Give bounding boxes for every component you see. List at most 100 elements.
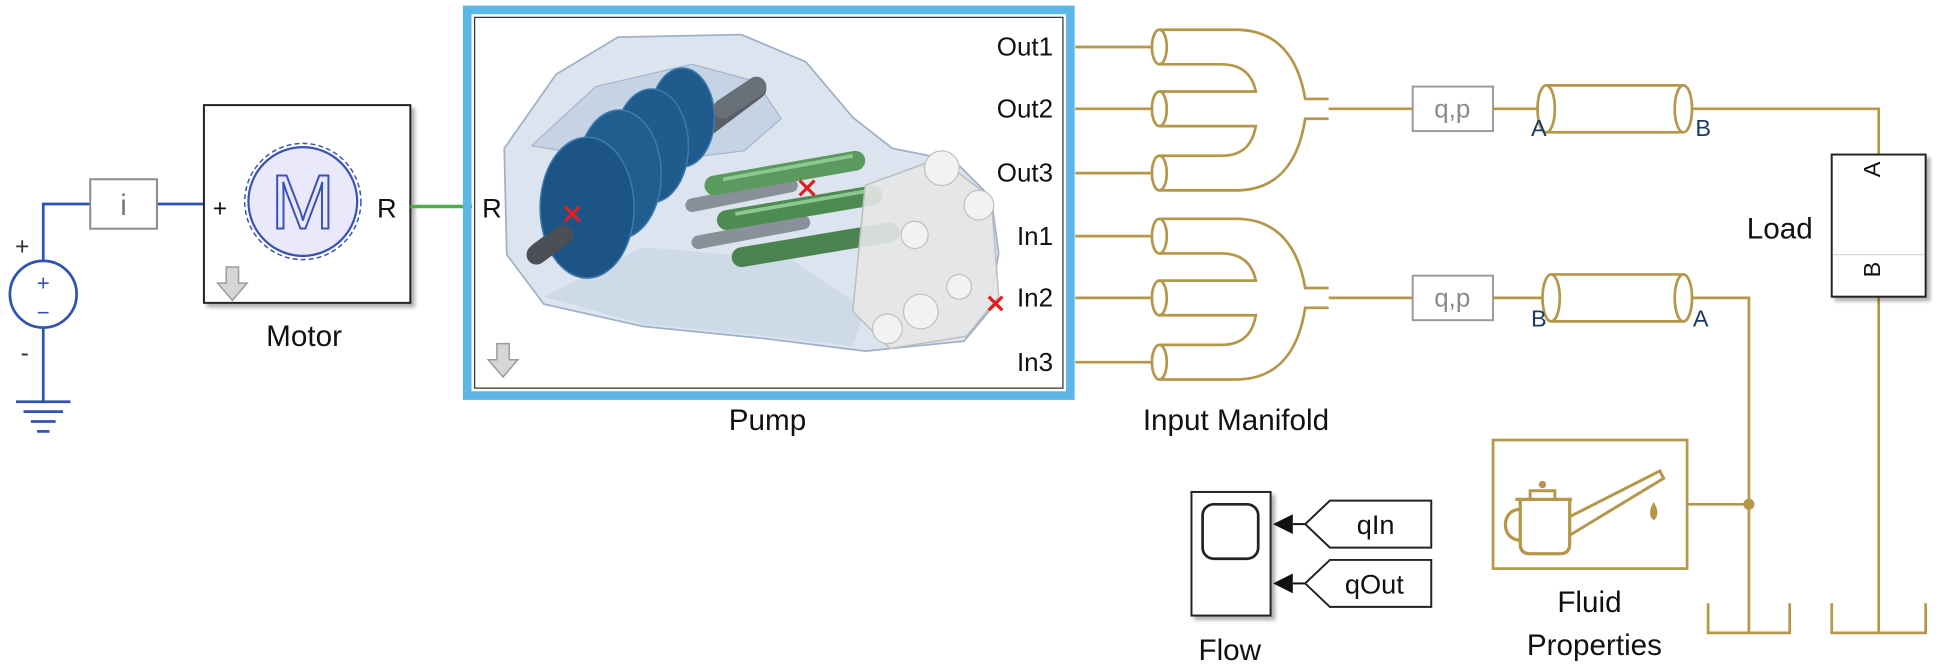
manifold-bottom-bottom-edge bbox=[1159, 306, 1329, 381]
from-tag-qin-shape[interactable] bbox=[1303, 499, 1433, 549]
pipe-bottom-port-left: B bbox=[1531, 305, 1547, 331]
manifold-bottom-gap-2 bbox=[1159, 313, 1258, 347]
sensor-bottom-label: q,p bbox=[1434, 285, 1470, 313]
pipe-bottom-end-left bbox=[1541, 273, 1562, 323]
down-arrow-icon bbox=[215, 266, 249, 302]
pump-connecting-rod-1 bbox=[685, 178, 798, 213]
load-block[interactable]: A B bbox=[1830, 153, 1927, 298]
pump-port-in2: In2 bbox=[1017, 285, 1053, 313]
oil-can-icon bbox=[1503, 468, 1666, 556]
dc-voltage-source[interactable]: + − bbox=[8, 259, 78, 329]
fault-marker-2-b bbox=[798, 179, 816, 197]
pump-valve-knob-2 bbox=[963, 189, 995, 221]
fluid-properties-name-line-1: Fluid bbox=[1557, 586, 1621, 619]
manifold-top-bottom-edge bbox=[1159, 117, 1329, 192]
pump-rotor-disk-1 bbox=[539, 136, 635, 279]
pump-3d-illustration bbox=[503, 33, 1000, 352]
manifold-name: Input Manifold bbox=[1143, 404, 1329, 437]
manifold-top-gap-1 bbox=[1159, 62, 1258, 93]
manifold-bottom-mouth-3 bbox=[1150, 343, 1169, 381]
sensor-top-label: q,p bbox=[1434, 95, 1470, 123]
flow-pressure-sensor-top[interactable]: q,p bbox=[1411, 85, 1495, 133]
manifold-bottom-outer-edge bbox=[1159, 217, 1329, 290]
fault-marker-1-b bbox=[563, 205, 581, 223]
pipe-top-end-left bbox=[1536, 83, 1557, 134]
pump-name: Pump bbox=[729, 404, 806, 437]
fluid-properties-name-line-2: Properties bbox=[1527, 629, 1662, 662]
from-tag-qout[interactable]: qOut bbox=[1303, 558, 1433, 608]
fluid-properties-block[interactable] bbox=[1491, 438, 1689, 570]
pump-port-out2: Out2 bbox=[997, 95, 1053, 123]
current-sensor-frame[interactable] bbox=[89, 178, 158, 230]
pump-piston-highlight-2 bbox=[735, 188, 871, 216]
pump-valve-knob-4 bbox=[871, 313, 903, 345]
pump-port-r: R bbox=[482, 193, 502, 224]
pipe-top-body bbox=[1546, 83, 1684, 134]
fault-marker-3 bbox=[987, 295, 1004, 312]
motor-icon-disc bbox=[247, 146, 359, 258]
pump-piston-1 bbox=[704, 150, 866, 196]
pump-port-in3: In3 bbox=[1017, 349, 1053, 377]
load-name: Load bbox=[1747, 213, 1813, 246]
wire-pipe-bottom-to-tank[interactable] bbox=[1692, 296, 1751, 633]
electrical-ground[interactable] bbox=[16, 327, 71, 433]
sensor-bottom-frame[interactable] bbox=[1411, 274, 1495, 322]
motor-icon-rim bbox=[243, 142, 362, 261]
current-sensor-label: i bbox=[120, 189, 127, 222]
pump-block[interactable]: R Out1 Out2 Out3 In1 In2 In3 bbox=[462, 5, 1075, 400]
from-tag-qin[interactable]: qIn bbox=[1303, 499, 1433, 549]
motor-icon-letter: M bbox=[271, 161, 335, 246]
pump-piston-highlight-1 bbox=[722, 153, 854, 182]
tank-icon[interactable] bbox=[1830, 603, 1927, 635]
tank-icon[interactable] bbox=[1706, 603, 1792, 635]
motor-block[interactable]: M + R bbox=[202, 104, 412, 304]
pipe-bottom[interactable] bbox=[1541, 273, 1694, 323]
manifold-bottom-mouth-1 bbox=[1150, 217, 1169, 255]
manifold-block[interactable] bbox=[1150, 28, 1329, 381]
oil-can-lid bbox=[1528, 489, 1557, 500]
wire-pipe-top-to-load[interactable] bbox=[1692, 107, 1881, 155]
motor-name: Motor bbox=[266, 320, 342, 353]
oil-can-knob bbox=[1538, 480, 1547, 489]
pipe-top[interactable] bbox=[1536, 83, 1694, 134]
source-plus-label: + bbox=[15, 234, 29, 261]
manifold-top-mouth-2 bbox=[1150, 90, 1169, 128]
flow-pressure-sensor-bottom[interactable]: q,p bbox=[1411, 274, 1495, 322]
pump-valve-knob-6 bbox=[900, 220, 929, 250]
manifold-top-mouth-1 bbox=[1150, 28, 1169, 66]
oil-can-drop bbox=[1650, 501, 1658, 521]
current-sensor-block[interactable]: i bbox=[89, 178, 158, 230]
fault-marker-1 bbox=[563, 205, 581, 223]
pump-valve-knob-3 bbox=[902, 293, 939, 330]
source-inner-plus: + bbox=[37, 271, 50, 296]
manifold-bottom-gap-1 bbox=[1159, 252, 1258, 282]
from-tag-qout-label: qOut bbox=[1345, 568, 1404, 599]
pipe-bottom-body bbox=[1551, 273, 1684, 323]
pipe-top-port-left: A bbox=[1531, 115, 1547, 141]
pipe-bottom-port-right: A bbox=[1693, 305, 1709, 331]
fault-marker-2 bbox=[798, 179, 816, 197]
wire-junction-dot bbox=[1743, 498, 1755, 510]
from-tag-qin-label: qIn bbox=[1357, 509, 1395, 540]
scope-input-port-2 bbox=[1273, 573, 1293, 594]
pump-valve-knob-5 bbox=[946, 273, 973, 300]
pump-port-out1: Out1 bbox=[997, 34, 1053, 62]
motor-port-r: R bbox=[377, 193, 397, 224]
manifold-top-gap-2 bbox=[1159, 124, 1258, 158]
pipe-top-end-right bbox=[1673, 83, 1694, 134]
oil-can-handle bbox=[1503, 507, 1521, 542]
pump-selection-outline[interactable] bbox=[462, 5, 1075, 400]
scope-block[interactable] bbox=[1190, 490, 1293, 617]
wire-source-to-current-sensor[interactable] bbox=[41, 202, 91, 261]
load-port-b: B bbox=[1859, 262, 1885, 278]
electrical-ground-icon bbox=[16, 400, 71, 433]
outlet-manifold-icon[interactable] bbox=[1150, 28, 1329, 192]
inlet-manifold-icon[interactable] bbox=[1150, 217, 1329, 381]
pump-shaft-top bbox=[713, 76, 767, 119]
from-tag-qout-shape[interactable] bbox=[1303, 558, 1433, 608]
load-frame[interactable] bbox=[1830, 153, 1927, 298]
scope-input-port-1 bbox=[1273, 514, 1293, 534]
pump-port-out3: Out3 bbox=[997, 160, 1053, 188]
load-port-a: A bbox=[1859, 161, 1885, 177]
